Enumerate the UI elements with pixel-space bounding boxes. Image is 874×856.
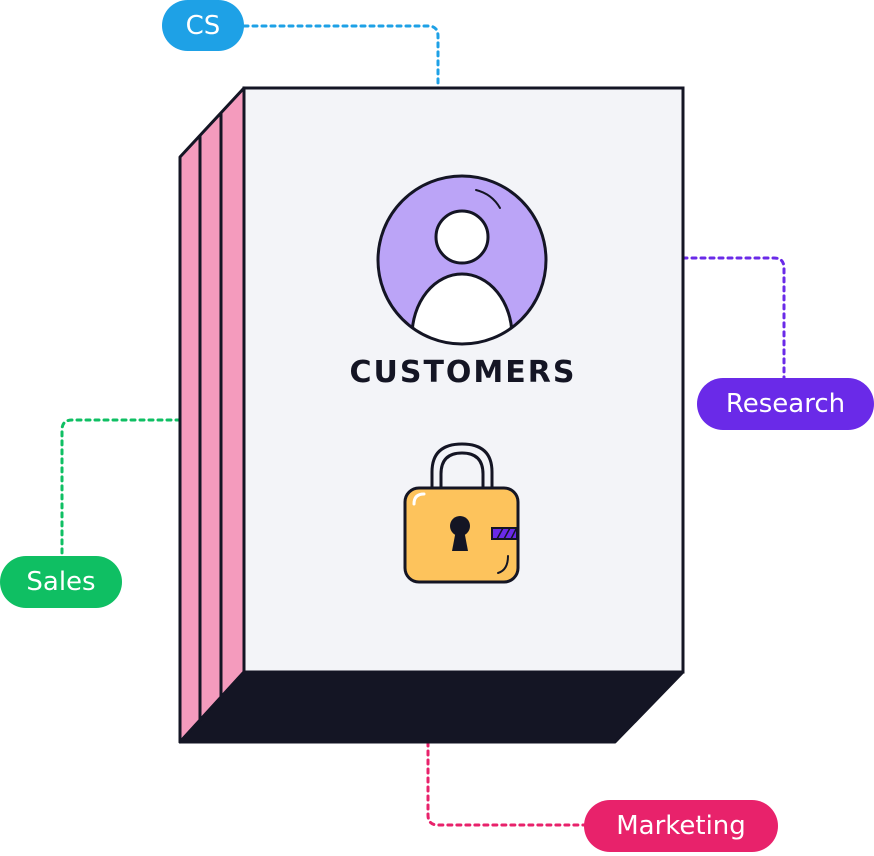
- book-base: [178, 670, 685, 744]
- marketing-connector-line: [426, 740, 586, 827]
- sales-label-pill: Sales: [0, 556, 122, 608]
- research-label-pill: Research: [697, 378, 874, 430]
- padlock-icon: [403, 442, 520, 584]
- book-pages: [178, 86, 246, 744]
- book-title: CUSTOMERS: [349, 355, 577, 390]
- user-avatar-icon: [376, 174, 548, 346]
- research-connector-line: [681, 256, 786, 380]
- cs-label-pill: CS: [162, 0, 244, 51]
- cs-connector-line: [242, 24, 440, 90]
- sales-connector-line: [60, 418, 182, 558]
- marketing-label-pill: Marketing: [584, 800, 778, 852]
